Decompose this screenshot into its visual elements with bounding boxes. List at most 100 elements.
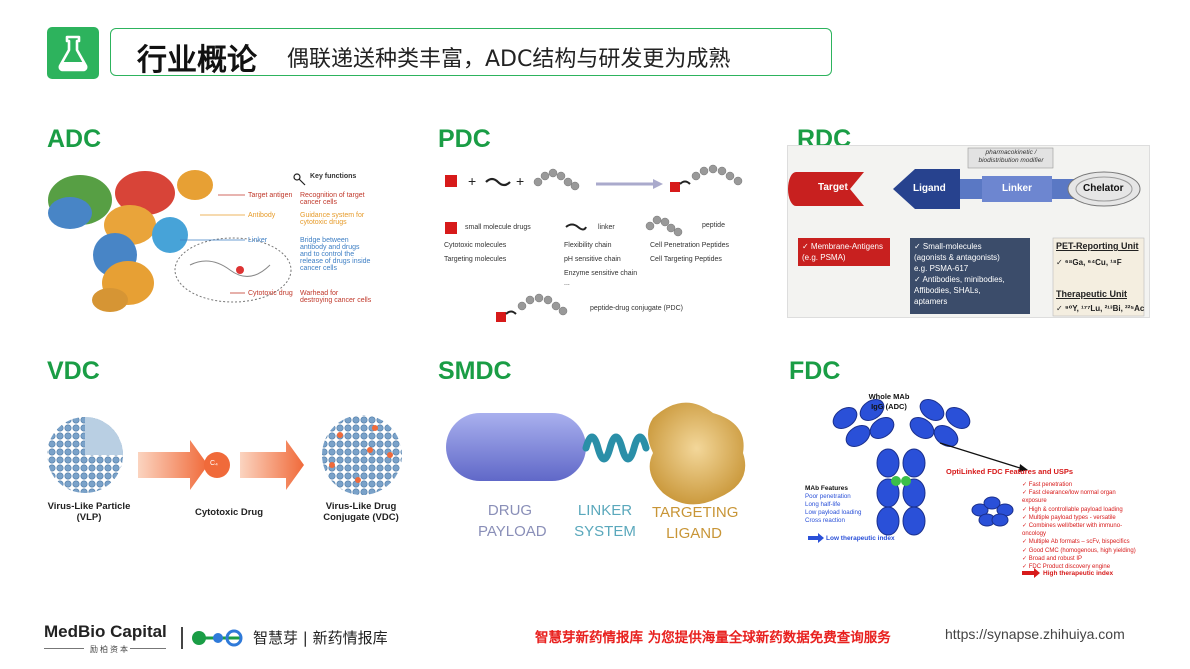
page-subtitle: 偶联递送种类丰富，ADC结构与研发更为成熟 (287, 47, 731, 72)
fdc-illustration-icon (808, 399, 1040, 578)
zhihuiya-brand-text: 智慧芽 | 新药情报库 (253, 629, 388, 647)
page-title: 行业概论 (137, 43, 257, 78)
rdc-box2-line0: ✓ Small-molecules (914, 242, 982, 251)
vdc-vlp-label: Virus-Like Particle (VLP) (47, 501, 131, 523)
fdc-whole-mab-line0: Whole MAb (868, 392, 910, 401)
title-bar: 行业概论 偶联递送种类丰富，ADC结构与研发更为成熟 (110, 28, 832, 78)
adc-func-2: Bridge between antibody and drugs and to… (300, 237, 371, 272)
adc-func-3: Warhead for destroying cancer cells (300, 290, 372, 304)
rdc-illustration-icon (788, 147, 1145, 317)
rdc-pet-items: ✓ ⁶⁸Ga, ⁶⁴Cu, ¹⁸F (1056, 258, 1122, 267)
rdc-box2-line1: (agonists & antagonists) (914, 253, 1000, 262)
rdc-box2-line2: e.g. PSMA-617 (914, 264, 969, 273)
pdc-col2-3: ... (564, 280, 570, 287)
fdc-opti-feature-7: ✓ Broad and robust IP (1022, 555, 1083, 562)
rdc-box1-line0: ✓ Membrane-Antigens (802, 242, 883, 251)
fdc-whole-mab: Whole MAb IgG (ADC) (868, 392, 910, 412)
footer-url-link[interactable]: https://synapse.zhihuiya.com (945, 626, 1125, 642)
vdc-diagram: C₄ Virus-Like Particle (VLP) Cytotoxic D… (40, 400, 410, 540)
smdc-linker-line1: SYSTEM (574, 523, 636, 540)
rdc-box2-line5: aptamers (914, 297, 948, 306)
rdc-box2-line3: ✓ Antibodies, minibodies, (914, 275, 1005, 284)
rdc-box1: ✓ Membrane-Antigens (e.g. PSMA) (802, 241, 883, 263)
fdc-opti-feature-5: ✓ Multiple Ab formats – scFv, bispecific… (1022, 539, 1130, 546)
pdc-col3-1: Cell Targeting Peptides (650, 256, 722, 263)
smdc-payload-line1: PAYLOAD (478, 523, 547, 540)
fdc-mab-feature-2: Low payload loading (805, 509, 862, 516)
adc-func-0: Recognition of target cancer cells (300, 192, 365, 206)
rdc-box1-line1: (e.g. PSMA) (802, 253, 846, 262)
footer-brand-line-left (44, 648, 84, 649)
fdc-diagram: Whole MAb IgG (ADC) MAb Features Poor pe… (800, 388, 1142, 583)
fdc-opti-title: OptiLinked FDC Features and USPs (946, 467, 1074, 476)
fdc-opti-feature-0: ✓ Fast penetration (1022, 482, 1073, 488)
rdc-target-label: Target (818, 182, 848, 193)
fdc-mab-feature-0: Poor penetration (805, 493, 851, 500)
rdc-modifier-label: pharmacokinetic / biodistribution modifi… (978, 149, 1044, 164)
pdc-col1-1: Targeting molecules (444, 256, 507, 263)
adc-key-functions-title: Key functions (310, 173, 357, 180)
fdc-low-index: Low therapeutic index (826, 535, 895, 542)
fdc-opti-features: ✓ Fast penetration ✓ Fast clearance/low … (1022, 481, 1142, 571)
fdc-mab-features-title: MAb Features (805, 485, 848, 492)
smdc-ligand-line1: LIGAND (666, 525, 722, 542)
section-label-vdc: VDC (47, 357, 100, 385)
fdc-high-index: High therapeutic index (1043, 570, 1114, 577)
flask-logo-box (47, 27, 99, 79)
adc-part-0: Target antigen (248, 192, 293, 199)
smdc-payload-label: DRUG PAYLOAD (478, 500, 547, 542)
fdc-opti-feature-4: ✓ Combines well/better with immuno-oncol… (1022, 523, 1123, 538)
rdc-ligand-label: Ligand (913, 183, 946, 194)
medbio-capital-logo: MedBio Capital (44, 622, 167, 641)
vdc-drug-badge: C₄ (210, 460, 218, 467)
pdc-col1-0: Cytotoxic molecules (444, 242, 507, 249)
fdc-mab-features: Poor penetration Long half-life Low payl… (805, 493, 861, 525)
pdc-col2-1: pH sensitive chain (564, 256, 621, 263)
fdc-mab-feature-1: Long half-life (805, 501, 841, 508)
vdc-conjugate-label: Virus-Like Drug Conjugate (VDC) (323, 501, 399, 523)
adc-part-3: Cytotoxic drug (248, 290, 293, 297)
rdc-diagram: pharmacokinetic / biodistribution modifi… (787, 145, 1150, 318)
smdc-linker-label: LINKER SYSTEM (573, 500, 637, 542)
fdc-opti-feature-6: ✓ Good CMC (homogenous, high yielding) (1022, 547, 1136, 554)
rdc-box2-line4: Affibodies, SHALs, (914, 286, 981, 295)
footer-slogan: 智慧芽新药情报库 为您提供海量全球新药数据免费查询服务 (535, 630, 891, 646)
adc-func-1: Guidance system for cytotoxic drugs (300, 212, 365, 226)
fdc-opti-feature-2: ✓ High & controllable payload loading (1022, 506, 1123, 513)
smdc-linker-line0: LINKER (577, 502, 633, 519)
smdc-ligand-line0: TARGETING (652, 504, 739, 521)
fdc-opti-feature-3: ✓ Multiple payload types - versatile (1022, 514, 1116, 521)
pdc-legend-peptide: peptide (702, 222, 725, 229)
rdc-chelator-label: Chelator (1083, 183, 1124, 194)
rdc-box2: ✓ Small-molecules (agonists & antagonist… (914, 241, 1005, 307)
rdc-linker-label: Linker (1002, 183, 1033, 194)
section-label-adc: ADC (47, 125, 102, 153)
smdc-payload-line0: DRUG (487, 502, 533, 519)
flask-icon (58, 35, 88, 72)
svg-text:+: + (516, 173, 524, 189)
rdc-ther-title: Therapeutic Unit (1056, 289, 1128, 299)
smdc-diagram: DRUG PAYLOAD LINKER SYSTEM TARGETING LIG… (438, 388, 763, 548)
section-label-smdc: SMDC (438, 357, 512, 385)
section-label-pdc: PDC (438, 125, 491, 153)
adc-part-2: Linker (248, 237, 268, 244)
smdc-ligand-label: TARGETING LIGAND (652, 502, 739, 544)
footer-brand-line-right (130, 648, 166, 649)
vdc-drug-label: Cytotoxic Drug (194, 507, 264, 518)
fdc-whole-mab-line1: IgG (ADC) (871, 402, 907, 411)
pdc-col2-0: Flexibility chain (564, 242, 612, 249)
medbio-capital-subtitle: 励柏资本 (90, 645, 130, 654)
footer-separator (181, 627, 183, 649)
fdc-opti-feature-8: ✓ FDC Product discovery engine (1022, 564, 1111, 571)
antibody-structure-icon (48, 170, 306, 312)
pdc-legend-small: small molecule drugs (465, 224, 531, 231)
fdc-opti-feature-1: ✓ Fast clearance/low normal organ exposu… (1022, 490, 1116, 505)
svg-text:+: + (468, 173, 476, 189)
zhihuiya-logo-icon (192, 629, 243, 647)
smdc-illustration-icon (446, 402, 746, 505)
adc-diagram: Key functions Target antigen Recognition… (40, 165, 410, 315)
pdc-col2-2: Enzyme sensitive chain (564, 270, 638, 277)
pdc-col3-0: Cell Penetration Peptides (650, 242, 729, 249)
rdc-pet-title: PET-Reporting Unit (1056, 241, 1139, 251)
pdc-diagram: + + small molecule drugs linker peptide … (438, 160, 763, 325)
